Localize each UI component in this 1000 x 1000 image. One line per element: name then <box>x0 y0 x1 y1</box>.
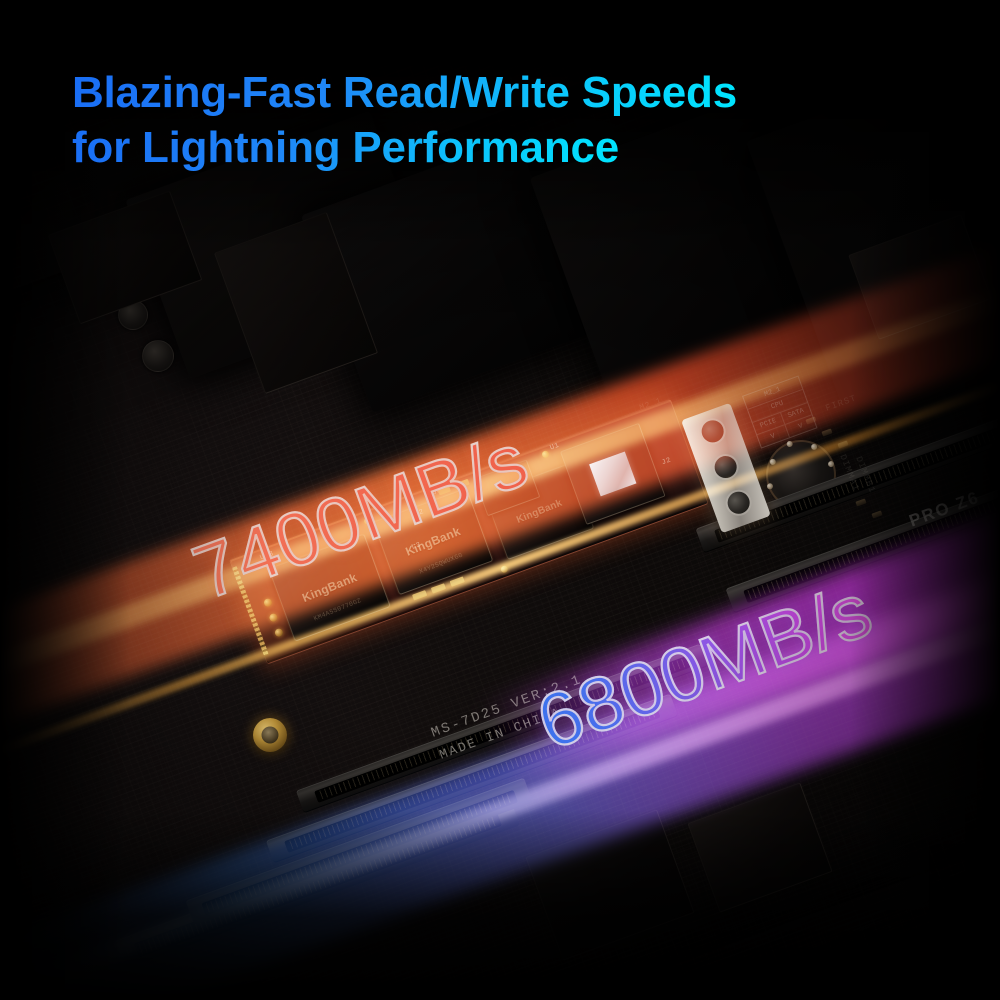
headline-line-1: Blazing-Fast Read/Write Speeds <box>72 66 737 121</box>
bracket-hole-bottom <box>724 488 753 517</box>
controller-die <box>589 451 637 497</box>
bracket-hole-top <box>698 417 727 446</box>
nand-chip-partnum: X4Y2SQWUXGG <box>418 551 464 576</box>
m2-mounting-screw <box>253 718 287 752</box>
headline-line-2: for Lightning Performance <box>72 121 619 176</box>
headline: Blazing-Fast Read/Write Speeds for Light… <box>72 66 737 175</box>
bracket-hole-middle <box>711 452 740 482</box>
nand-chip-partnum: KM4A5S0770GZ <box>312 596 363 623</box>
capacitor <box>142 340 174 372</box>
